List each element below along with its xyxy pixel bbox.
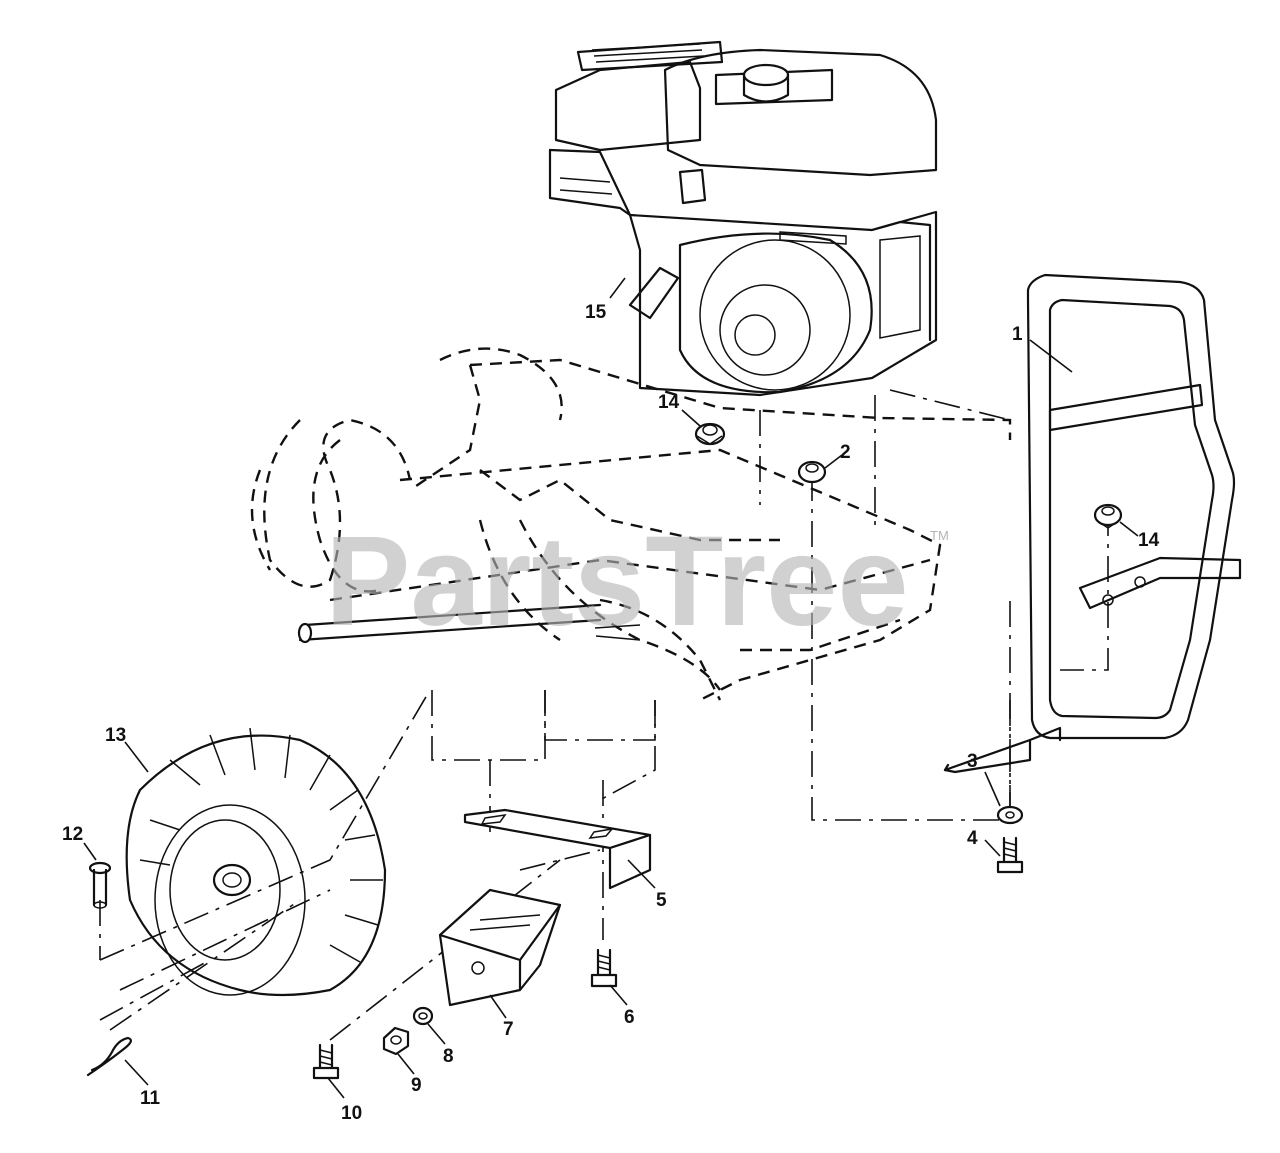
callout-7[interactable]: 7 (489, 994, 514, 1040)
callout-number: 9 (411, 1075, 422, 1096)
hex-nut-9[interactable] (382, 1026, 410, 1056)
callout-14-right[interactable]: 14 (1119, 521, 1160, 551)
callout-number: 1 (1012, 324, 1023, 345)
bumper[interactable] (943, 273, 1242, 774)
lock-washer-8[interactable] (412, 1006, 434, 1026)
assembly-lines (99, 389, 1109, 1041)
flange-nut-14-upper[interactable] (694, 422, 726, 446)
callout-11[interactable]: 11 (124, 1059, 161, 1109)
callout-12[interactable]: 12 (62, 824, 97, 861)
callout-3[interactable]: 3 (967, 751, 1001, 807)
hex-nut-2[interactable] (797, 460, 827, 484)
bolt-6[interactable] (590, 948, 618, 988)
callout-2[interactable]: 2 (824, 442, 851, 469)
callout-10[interactable]: 10 (327, 1077, 362, 1124)
hairpin-clip[interactable] (86, 1036, 132, 1077)
callout-number: 15 (585, 302, 607, 323)
bolt-4[interactable] (996, 836, 1024, 874)
callout-14-upper[interactable]: 14 (658, 392, 701, 427)
callout-number: 10 (341, 1103, 362, 1124)
weight-bracket[interactable] (463, 808, 652, 890)
tiller-housing-dashed (250, 347, 1012, 702)
callout-number: 2 (840, 442, 851, 463)
wheel-tire[interactable] (125, 727, 387, 997)
callout-15[interactable]: 15 (585, 277, 626, 323)
callout-1[interactable]: 1 (1012, 324, 1073, 373)
callout-number: 11 (140, 1088, 161, 1109)
callout-number: 6 (624, 1007, 635, 1028)
callout-number: 3 (967, 751, 978, 772)
engine[interactable] (548, 40, 938, 397)
callout-6[interactable]: 6 (609, 984, 635, 1028)
callout-number: 12 (62, 824, 83, 845)
callout-number: 5 (656, 890, 667, 911)
callout-9[interactable]: 9 (397, 1053, 422, 1096)
flange-nut-14-right[interactable] (1093, 503, 1123, 529)
callout-number: 14 (1138, 530, 1160, 551)
callout-number: 13 (105, 725, 126, 746)
callout-number: 4 (967, 828, 978, 849)
watermark-trademark: TM (930, 528, 949, 543)
clevis-pin[interactable] (88, 861, 112, 909)
callout-5[interactable]: 5 (627, 859, 667, 911)
callout-number: 8 (443, 1046, 454, 1067)
washer-3[interactable] (996, 805, 1024, 825)
callout-4[interactable]: 4 (967, 828, 1001, 857)
watermark-text: PartsTree (325, 510, 909, 653)
callout-number: 14 (658, 392, 680, 413)
callout-number: 7 (503, 1019, 514, 1040)
bolt-10[interactable] (312, 1043, 340, 1080)
callout-13[interactable]: 13 (105, 725, 149, 773)
wheel-weight[interactable] (438, 888, 562, 1007)
callout-8[interactable]: 8 (427, 1023, 454, 1067)
